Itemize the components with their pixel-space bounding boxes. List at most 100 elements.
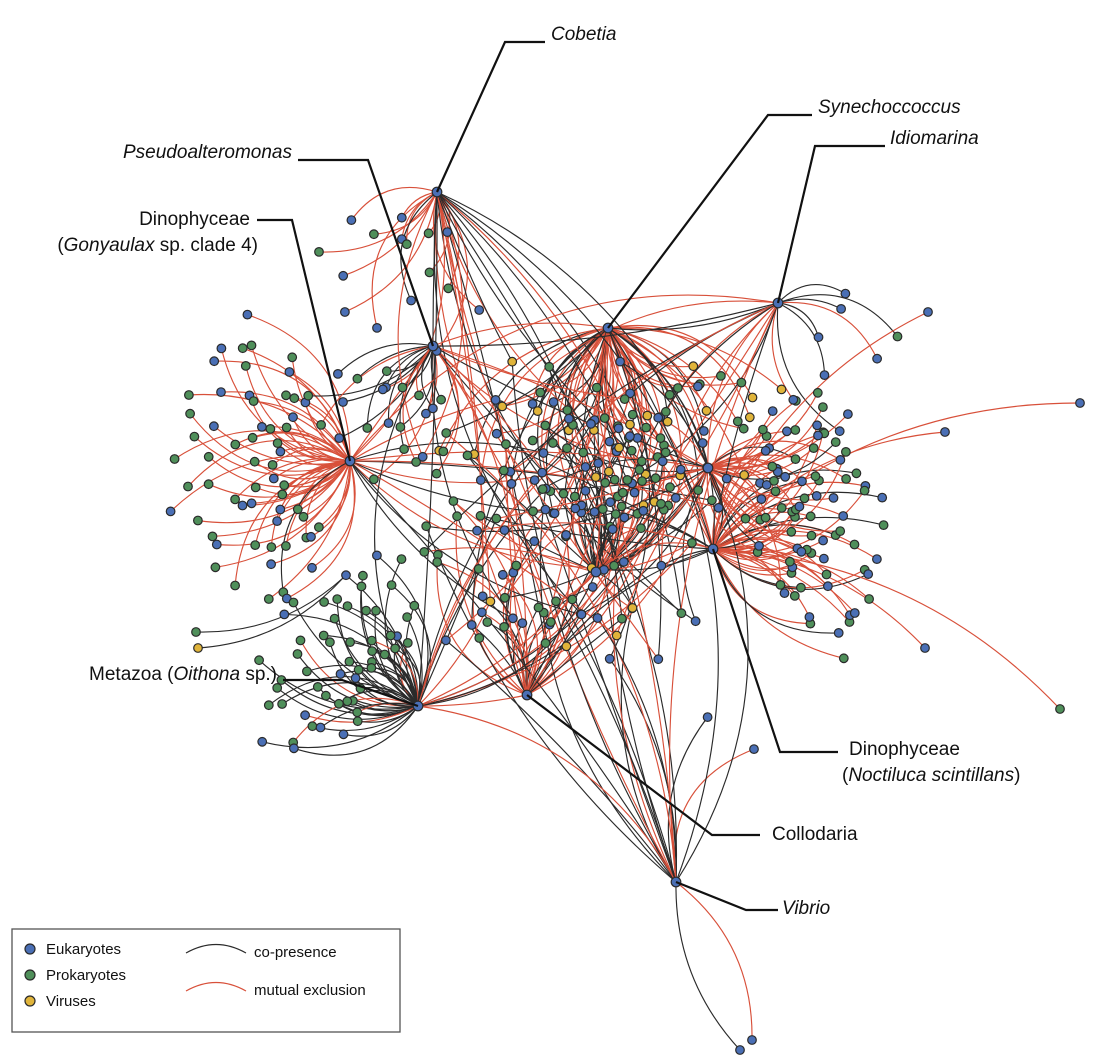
network-node xyxy=(344,656,355,667)
network-node xyxy=(216,343,227,354)
network-node xyxy=(372,323,382,333)
network-node xyxy=(250,482,261,493)
co-presence-edge xyxy=(675,467,749,883)
co-presence-edge xyxy=(436,191,623,619)
co-presence-edge xyxy=(471,624,528,696)
network-node xyxy=(281,541,291,551)
network-node xyxy=(248,396,259,407)
network-node xyxy=(1055,704,1065,714)
network-node xyxy=(636,456,647,467)
network-node xyxy=(333,369,343,379)
network-node xyxy=(650,473,661,484)
mutual-exclusion-edge xyxy=(712,402,1081,550)
legend-co-presence-label: co-presence xyxy=(254,944,337,961)
mutual-exclusion-edge xyxy=(595,327,609,573)
network-node xyxy=(237,500,248,511)
network-node xyxy=(362,423,373,433)
label-leader-lines xyxy=(257,40,885,912)
co-presence-edge xyxy=(374,345,434,707)
network-node xyxy=(517,618,528,628)
co-presence-edge xyxy=(436,191,714,550)
network-node xyxy=(785,556,795,567)
network-node xyxy=(281,390,291,401)
network-node xyxy=(642,410,653,421)
co-presence-edge xyxy=(197,577,344,649)
mutual-exclusion-edge xyxy=(188,393,351,462)
mutual-exclusion-edge xyxy=(509,565,528,696)
mutual-exclusion-edge xyxy=(578,462,599,573)
network-node xyxy=(570,503,581,514)
network-node xyxy=(799,493,810,504)
network-node xyxy=(605,497,616,508)
co-presence-edge xyxy=(667,716,709,883)
co-presence-edge xyxy=(293,705,419,756)
network-node xyxy=(396,212,407,223)
network-node xyxy=(246,498,257,509)
network-node xyxy=(288,412,298,423)
mutual-exclusion-edge xyxy=(268,460,351,600)
network-node xyxy=(851,468,862,479)
co-presence-edge xyxy=(432,302,779,347)
network-node xyxy=(281,422,292,433)
network-node xyxy=(740,513,751,524)
label-cobetia: Cobetia xyxy=(551,24,617,45)
network-node xyxy=(497,569,508,580)
network-node xyxy=(828,493,839,503)
network-node xyxy=(841,447,851,457)
network-node xyxy=(797,476,807,487)
network-node xyxy=(812,420,822,431)
network-node xyxy=(655,433,666,444)
network-node xyxy=(600,477,611,488)
network-node xyxy=(569,491,580,502)
network-node xyxy=(599,413,610,424)
network-node xyxy=(735,1045,745,1055)
network-node xyxy=(841,474,851,484)
network-node xyxy=(475,475,486,486)
co-presence-edge xyxy=(436,191,547,644)
network-node xyxy=(372,550,382,561)
network-node xyxy=(289,393,300,404)
network-node xyxy=(790,425,801,435)
co-presence-edge xyxy=(350,641,419,707)
co-presence-edge xyxy=(258,659,419,710)
network-node xyxy=(697,438,708,448)
network-node xyxy=(272,516,283,526)
network-node xyxy=(421,521,432,532)
network-node xyxy=(315,722,326,733)
network-node xyxy=(474,305,485,315)
network-node xyxy=(316,420,327,430)
co-presence-edge xyxy=(542,458,709,490)
mutual-exclusion-edge xyxy=(417,694,528,707)
mutual-exclusion-edge xyxy=(607,327,744,430)
network-node xyxy=(923,307,933,317)
network-node xyxy=(776,384,787,395)
legend-viruses-label: Viruses xyxy=(46,993,96,1010)
network-node xyxy=(352,707,363,718)
mutual-exclusion-edge xyxy=(251,460,351,504)
network-node xyxy=(242,309,253,320)
network-node xyxy=(548,438,558,448)
leader-synechococcus xyxy=(607,113,812,329)
network-node xyxy=(210,562,221,573)
network-node xyxy=(511,560,522,571)
network-node xyxy=(707,495,717,506)
network-node xyxy=(409,600,420,611)
network-node xyxy=(341,570,351,581)
network-node xyxy=(625,431,635,442)
network-node xyxy=(810,471,821,482)
mutual-exclusion-edge xyxy=(436,191,491,602)
network-node xyxy=(561,530,571,540)
network-node xyxy=(693,381,703,392)
network-node xyxy=(366,663,377,673)
mutual-exclusion-edge xyxy=(432,345,517,566)
mutual-exclusion-edge xyxy=(526,467,709,696)
network-node xyxy=(366,635,377,646)
network-node xyxy=(638,505,649,516)
mutual-exclusion-edge xyxy=(417,302,779,707)
network-node xyxy=(185,408,196,419)
gonyaulax-rest: sp. clade 4) xyxy=(155,235,259,256)
network-node xyxy=(622,475,633,485)
network-node xyxy=(702,712,713,722)
network-node xyxy=(230,494,241,505)
network-node xyxy=(314,246,324,257)
